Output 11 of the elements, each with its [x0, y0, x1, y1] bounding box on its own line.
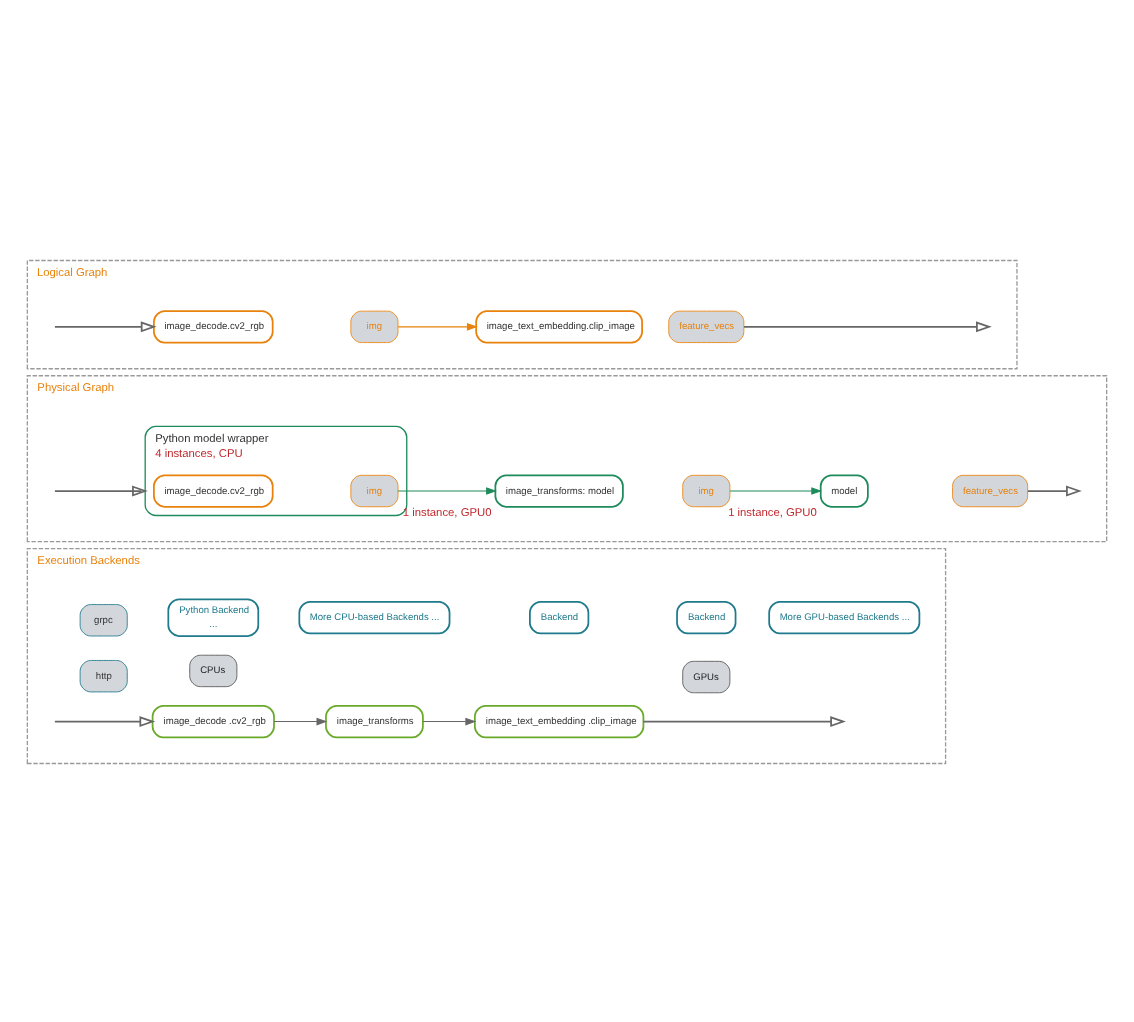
- arrow: [397, 322, 478, 330]
- arrow: [743, 320, 992, 332]
- arrow: [422, 716, 477, 725]
- arrow: [54, 320, 157, 332]
- arrow: [397, 486, 497, 494]
- arrow: [1027, 484, 1082, 496]
- arrow: [273, 716, 328, 725]
- arrow: [54, 484, 148, 496]
- arrow: [54, 715, 156, 727]
- arrow: [642, 715, 846, 727]
- arrow: [729, 486, 823, 494]
